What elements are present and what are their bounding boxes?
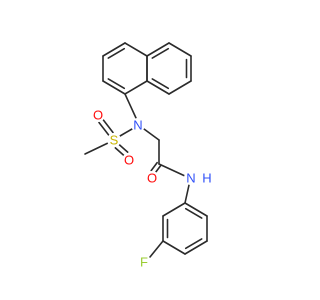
atom-label-s-sulfonyl: S [110, 133, 119, 148]
bond-36 [162, 240, 186, 255]
bond-8 [151, 78, 170, 90]
atom-label-f-fluoro: F [140, 255, 148, 270]
bond-21 [102, 118, 114, 134]
bond-35 [184, 238, 203, 250]
bond-27 [150, 161, 158, 172]
atom-label-h-amide: H [202, 171, 211, 186]
bond-7 [146, 80, 170, 95]
bond-6 [168, 80, 192, 95]
bond-15 [107, 78, 126, 90]
bond-2 [151, 47, 170, 59]
bond-31 [184, 202, 208, 217]
bond-30 [184, 184, 190, 204]
molecule-structure: N S O O O N H F [84, 42, 213, 270]
bond-layer [84, 42, 208, 258]
bond-12 [107, 47, 126, 59]
bond-10 [124, 42, 148, 57]
atom-label-o-sulfonyl-bottom: O [124, 153, 134, 168]
atom-label-n-amide: N [186, 171, 195, 186]
bond-11 [102, 42, 126, 57]
bond-23 [114, 147, 126, 157]
atom-label-o-sulfonyl-top: O [93, 108, 103, 123]
bond-28 [154, 164, 162, 175]
bond-3 [168, 42, 192, 57]
atom-label-o-carbonyl: O [147, 171, 157, 186]
bond-20 [84, 142, 109, 155]
atom-n-sulfonamide: N [131, 118, 145, 133]
atom-o-sulfonyl-top: O [91, 108, 105, 123]
bond-39 [162, 202, 186, 217]
atom-o-carbonyl: O [145, 171, 159, 186]
bond-22 [98, 121, 110, 137]
atom-h-amide: H [201, 171, 213, 186]
bond-16 [124, 80, 148, 95]
atom-f-fluoro: F [137, 255, 151, 270]
atom-n-amide: N [184, 171, 198, 186]
atom-s-sulfonyl: S [107, 133, 121, 148]
bond-14 [102, 80, 126, 95]
bond-18 [124, 93, 137, 119]
bond-40 [149, 240, 164, 258]
bond-29 [158, 163, 186, 177]
atom-label-layer: N S O O O N H F [91, 108, 213, 270]
bond-32 [184, 207, 203, 219]
atom-o-sulfonyl-bottom: O [122, 153, 136, 168]
atom-label-n-sulfonamide: N [133, 118, 142, 133]
bond-24 [117, 143, 129, 153]
bond-25 [143, 128, 160, 141]
bond-19 [119, 128, 133, 137]
bond-34 [184, 240, 208, 255]
bond-1 [146, 42, 170, 57]
